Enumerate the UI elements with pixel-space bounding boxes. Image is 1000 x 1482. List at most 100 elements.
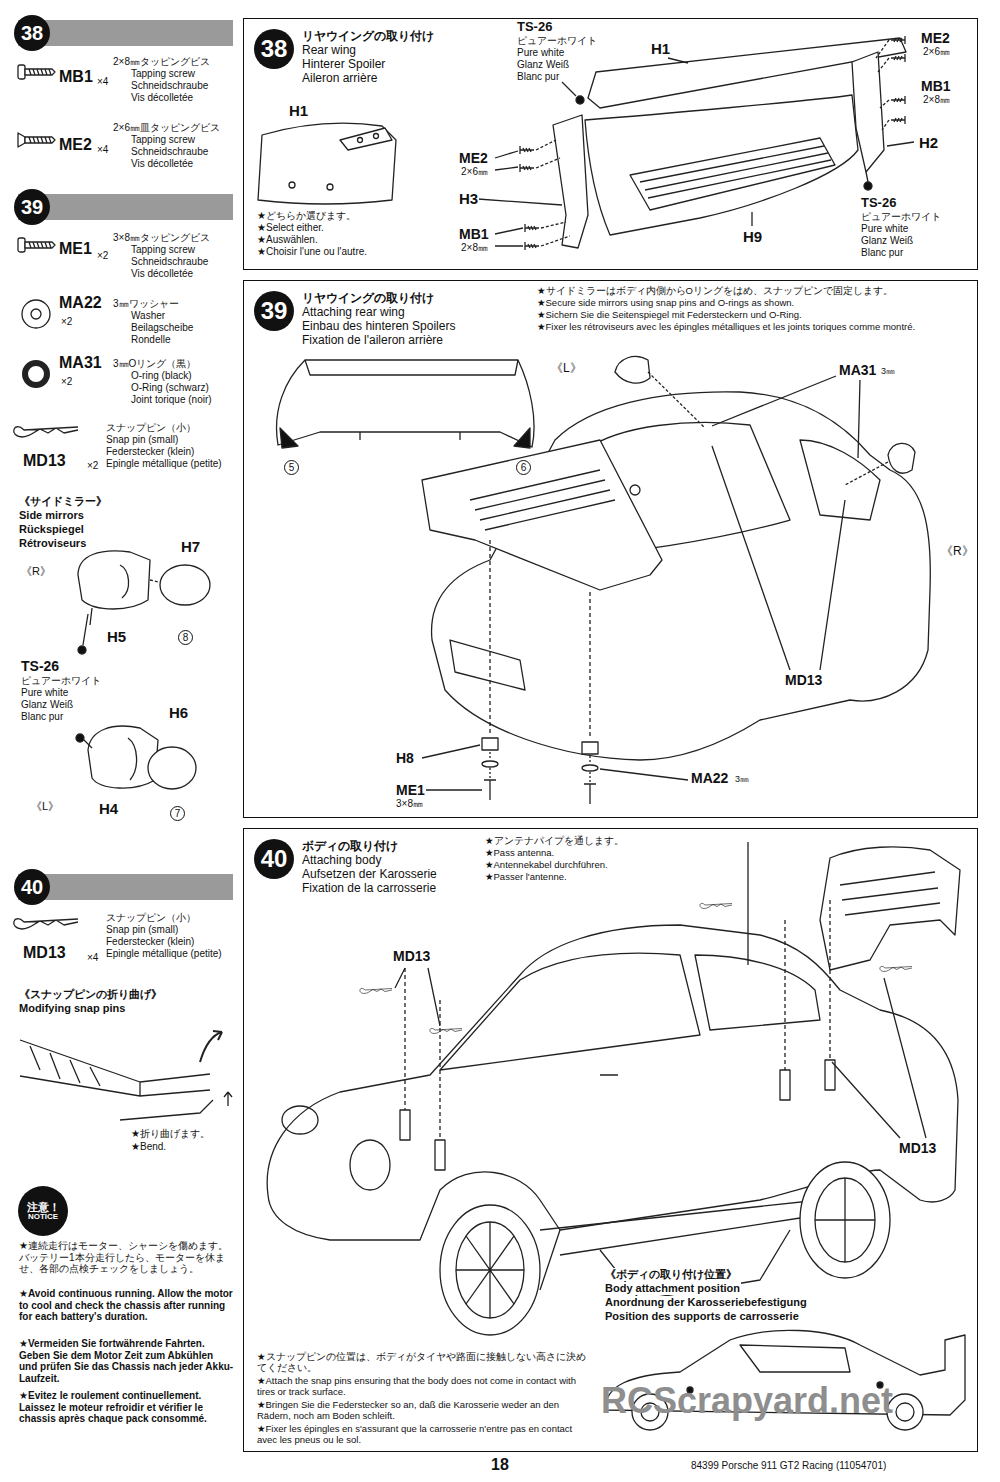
step-title: ボディの取り付け xyxy=(302,839,437,853)
step-band: 38 xyxy=(18,20,233,46)
step-title-translation: Attaching body xyxy=(302,853,437,867)
caption-text: ×4 xyxy=(96,76,109,88)
caption-text: Beilagscheibe xyxy=(130,322,194,334)
caption-text: 3×8㎜ xyxy=(395,798,424,810)
part-code: ME1 xyxy=(395,782,426,798)
part-code: H1 xyxy=(650,40,671,57)
notice-word: NOTICE xyxy=(28,1213,58,1222)
caption-text: 2×6㎜ xyxy=(460,166,489,178)
step-title-translation: Fixation de la carrosserie xyxy=(302,881,437,895)
part-code: TS-26 xyxy=(20,658,60,674)
caption-text: Epingle métallique (petite) xyxy=(105,948,223,960)
part-code: H1 xyxy=(288,102,309,119)
caption-text: Snap pin (small) xyxy=(105,434,179,446)
part-code: Modifying snap pins xyxy=(18,1002,126,1015)
note-text: ★Evitez le roulement continuellement. La… xyxy=(18,1390,235,1425)
caption-text: Rondelle xyxy=(130,334,171,346)
step-number-text: 38 xyxy=(14,15,50,51)
caption-text: 3㎜ xyxy=(880,366,896,376)
caption-text: ★Fixer les rétroviseurs avec les épingle… xyxy=(536,322,916,333)
caption-text: Joint torique (noir) xyxy=(130,394,213,406)
part-code: MD13 xyxy=(22,452,67,470)
step-number: 38 xyxy=(254,29,294,69)
caption-text: ★折り曲げます。 xyxy=(130,1128,211,1140)
step-title: リヤウイングの取り付け xyxy=(302,291,455,305)
step-title-translation: Rear wing xyxy=(302,43,434,57)
caption-text: ★サイドミラーはボディ内側からOリングをはめ、スナップピンで固定します。 xyxy=(536,286,894,297)
caption-text: 2×6㎜ xyxy=(922,46,951,58)
part-code: MB1 xyxy=(458,226,490,242)
part-code: MA22 xyxy=(58,294,103,312)
caption-text: O-ring (black) xyxy=(130,370,193,382)
caption-text: Tapping screw xyxy=(130,244,196,256)
caption-text: ★Auswählen. xyxy=(256,234,319,246)
part-code: ME2 xyxy=(920,30,951,46)
caption-text: Schneidschraube xyxy=(130,256,209,268)
caption-text: Schneidschraube xyxy=(130,80,209,92)
step-title-translation: Fixation de l'aileron arrière xyxy=(302,333,455,347)
caption-text: ★アンテナパイプを通します。 xyxy=(484,836,625,847)
part-code: Rückspiegel xyxy=(18,523,85,536)
note-text: ★Attach the snap pins ensuring that the … xyxy=(256,1376,588,1398)
step-title-translation: Attaching rear wing xyxy=(302,305,455,319)
notice-word: 注意！ xyxy=(27,1201,60,1213)
part-code: H2 xyxy=(918,134,939,151)
caption-text: ★Bend. xyxy=(130,1141,167,1153)
note-text: ★Bringen Sie die Federstecker so an, daß… xyxy=(256,1400,588,1422)
part-code: H7 xyxy=(180,538,201,555)
callout-number: 8 xyxy=(178,630,193,645)
caption-text: ×2 xyxy=(96,250,109,262)
part-code: H6 xyxy=(168,704,189,721)
part-code: Side mirrors xyxy=(18,509,85,522)
part-code: Rétroviseurs xyxy=(18,537,87,550)
caption-text: Tapping screw xyxy=(130,68,196,80)
callout-number: 5 xyxy=(284,460,299,475)
caption-text: ★Select either. xyxy=(256,222,325,234)
caption-text: Pure white xyxy=(516,47,565,59)
caption-text: Pure white xyxy=(20,687,69,699)
caption-text: 《R》 xyxy=(940,545,975,559)
part-code: MB1 xyxy=(58,68,94,86)
step-number-text: 39 xyxy=(261,299,288,323)
caption-text: O-Ring (schwarz) xyxy=(130,382,210,394)
caption-text: Epingle métallique (petite) xyxy=(105,458,223,470)
caption-text: ★Passer l'antenne. xyxy=(484,872,568,883)
notice-badge: 注意！NOTICE xyxy=(18,1186,68,1236)
caption-text: ×2 xyxy=(60,376,73,388)
step-title-translation: Einbau des hinteren Spoilers xyxy=(302,319,455,333)
note-text: ★連続走行はモーター、シャーシを傷めます。バッテリー1本分走行したら、モーターを… xyxy=(18,1240,235,1275)
step-number-text: 38 xyxy=(261,37,288,61)
caption-text: 2×6㎜皿タッピングビス xyxy=(112,122,221,134)
caption-text: Glanz Weiß xyxy=(516,59,570,71)
caption-text: 2×8㎜タッピングビス xyxy=(112,56,211,68)
part-code: TS-26 xyxy=(860,196,897,211)
step-band: 40 xyxy=(18,874,233,900)
step-number: 39 xyxy=(254,291,294,331)
part-code: H9 xyxy=(742,228,763,245)
callout-number: 7 xyxy=(170,806,185,821)
watermark: RCScrapyard.net xyxy=(600,1380,894,1421)
caption-text: 3㎜Oリング（黒） xyxy=(112,358,197,370)
caption-text: ピュアーホワイト xyxy=(20,675,102,687)
caption-text: 2×8㎜ xyxy=(922,94,951,106)
part-code: ME2 xyxy=(58,136,93,154)
part-code: MD13 xyxy=(22,944,67,962)
part-code: MA22 xyxy=(690,770,729,786)
part-code: MB1 xyxy=(920,78,952,94)
caption-text: スナップピン（小） xyxy=(105,912,197,924)
caption-text: Vis décolletée xyxy=(130,158,194,170)
caption-text: ×4 xyxy=(86,952,99,964)
caption-text: ピュアーホワイト xyxy=(516,35,598,47)
caption-text: 2×8㎜ xyxy=(460,242,489,254)
step-title-translation: Hinterer Spoiler xyxy=(302,57,434,71)
caption-text: Vis décolletée xyxy=(130,92,194,104)
title-block: ボディの取り付けAttaching bodyAufsetzen der Karo… xyxy=(302,839,437,895)
step-title: リヤウイングの取り付け xyxy=(302,29,434,43)
caption-text: ×4 xyxy=(96,144,109,156)
note-text: ★Avoid continuous running. Allow the mot… xyxy=(18,1288,235,1323)
caption-text: 84399 Porsche 911 GT2 Racing (11054701) xyxy=(690,1460,887,1472)
caption-text: Pure white xyxy=(860,223,909,235)
caption-text: 《L》 xyxy=(30,800,60,813)
step-number-text: 39 xyxy=(14,189,50,225)
step-panel: リヤウイングの取り付けAttaching rear wingEinbau des… xyxy=(243,280,978,818)
